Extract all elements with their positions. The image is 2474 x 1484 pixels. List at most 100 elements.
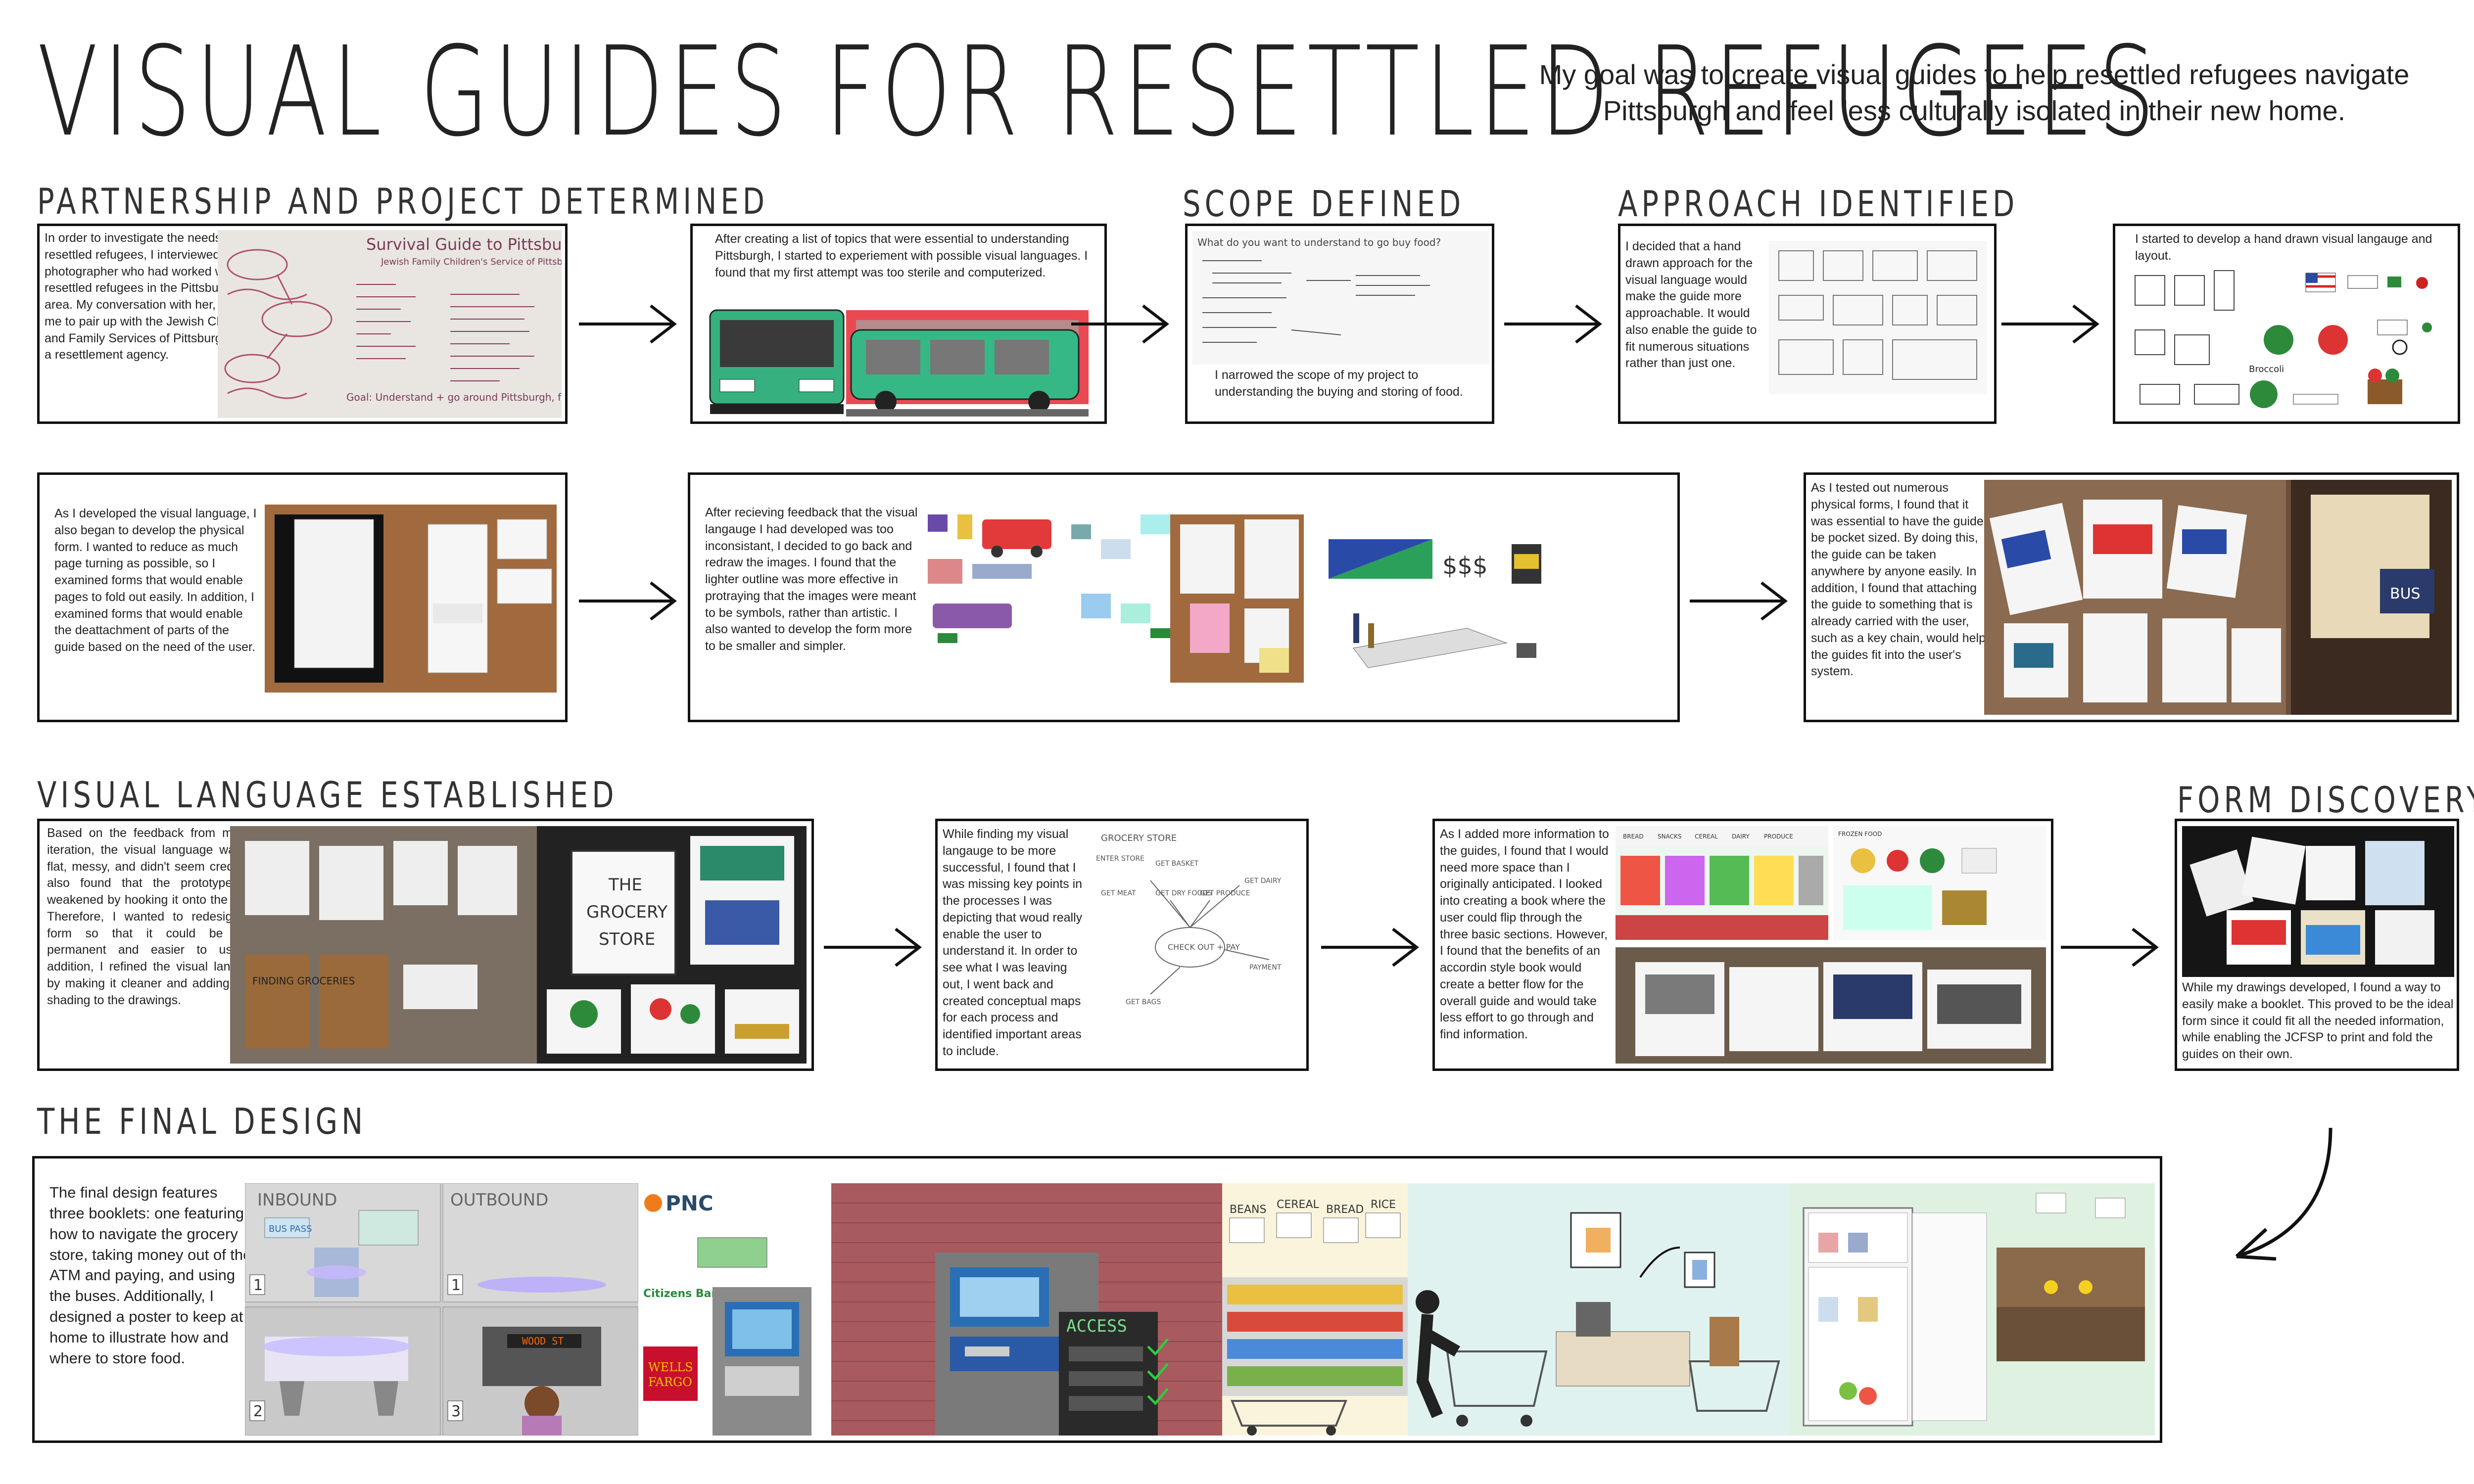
wells-logo-2: FARGO: [648, 1375, 692, 1389]
atm-wall-illustration: ACCESS: [831, 1183, 1222, 1436]
panel-scope: What do you want to understand to go buy…: [1185, 224, 1494, 424]
bus-illustrations: [709, 309, 1089, 417]
curved-arrow-icon: [2235, 1127, 2332, 1261]
bus-pass-label: BUS PASS: [269, 1224, 312, 1234]
panel-first-attempt: After creating a list of topics that wer…: [690, 224, 1107, 424]
kitchen-storage-illustration: [1789, 1183, 2155, 1436]
icon-layout-sketches: Broccoli: [2135, 270, 2432, 408]
heading-form-discovery: FORM DISCOVERY: [2177, 779, 2474, 821]
panel-final-design: The final design features three booklets…: [32, 1156, 2162, 1443]
panel-conceptual-maps: While finding my visual langauge to be m…: [935, 819, 1309, 1071]
booklet-photo: [2182, 826, 2454, 977]
heading-final-design: THE FINAL DESIGN: [37, 1101, 367, 1142]
step-number: 1: [253, 1277, 263, 1294]
panel-visual-language-start: I started to develop a hand drawn visual…: [2113, 224, 2460, 424]
card-line-2: GROCERY: [586, 902, 667, 922]
checkout-illustration: [1408, 1183, 1789, 1436]
arrow-right-icon: [579, 581, 677, 621]
svg-text:$$$: $$$: [1442, 552, 1488, 580]
panel-text: Based on the feedback from my last itera…: [47, 826, 265, 1007]
bus-card-label: BUS: [2390, 585, 2421, 603]
beans-label: BEANS: [1230, 1204, 1266, 1216]
heading-partnership: PARTNERSHIP AND PROJECT DETERMINED: [37, 181, 769, 222]
aisle-label: DAIRY: [1732, 833, 1750, 840]
panel-physical-form: As I developed the visual language, I al…: [37, 472, 568, 722]
aisle-label: SNACKS: [1658, 833, 1681, 840]
arrow-right-icon: [1321, 928, 1419, 967]
panel-pocket-size: As I tested out numerous physical forms,…: [1804, 472, 2459, 722]
panel-text: After creating a list of topics that wer…: [715, 232, 1088, 279]
step-number: 2: [253, 1403, 263, 1420]
grocery-prototype-photo: FINDING GROCERIES THE GROCERY STORE: [230, 826, 807, 1064]
map-item: GET DRY FOODS: [1155, 889, 1212, 897]
aisle-label: PRODUCE: [1764, 833, 1793, 840]
panel-visual-language-established: Based on the feedback from my last itera…: [37, 819, 814, 1071]
map-center: CHECK OUT + PAY: [1168, 942, 1240, 952]
panel-text: I narrowed the scope of my project to un…: [1215, 368, 1463, 399]
booklet-prototypes: [2189, 836, 2434, 965]
arrow-right-icon: [1504, 304, 1602, 344]
arrow-right-icon: [824, 928, 922, 967]
aisle-label: CEREAL: [1695, 833, 1718, 840]
atm-booklet-illustration: PNC Citizens Bank WELLS FARGO: [638, 1183, 831, 1436]
step-number: 1: [451, 1277, 461, 1294]
accordion-book-photos: BREAD SNACKS CEREAL DAIRY PRODUCE FROZEN…: [1616, 826, 2046, 1064]
wood-st-label: WOOD ST: [522, 1335, 564, 1347]
grocery-prototypes: FINDING GROCERIES THE GROCERY STORE: [230, 826, 807, 1064]
panel-text: As I added more information to the guide…: [1440, 827, 1609, 1041]
foldout-prototypes: [275, 514, 552, 683]
scope-sketch: What do you want to understand to go buy…: [1192, 231, 1489, 365]
panel-partnership: In order to investigate the needs of res…: [37, 224, 690, 424]
map-top: GROCERY STORE: [1101, 833, 1177, 843]
map-item: GET BAGS: [1126, 998, 1161, 1006]
sketch-question: What do you want to understand to go buy…: [1197, 236, 1441, 248]
heading-visual-language: VISUAL LANGUAGE ESTABLISHED: [37, 774, 618, 816]
access-label: ACCESS: [1066, 1316, 1127, 1336]
page-title: VISUAL GUIDES FOR RESETTLED REFUGEES: [37, 20, 2160, 164]
whiteboard-subtitle: Jewish Family Children's Service of Pitt…: [381, 257, 562, 267]
outbound-label: OUTBOUND: [450, 1190, 548, 1210]
map-item: ENTER STORE: [1096, 855, 1144, 863]
panel-text: I decided that a hand drawn approach for…: [1625, 239, 1757, 371]
panel-text: I started to develop a hand drawn visual…: [2135, 232, 2432, 263]
arrow-right-icon: [2061, 928, 2159, 967]
whiteboard-sketch: Survival Guide to Pittsburgh Jewish Fami…: [224, 235, 690, 403]
map-item: GET MEAT: [1101, 889, 1136, 897]
panel-accordion-book: As I added more information to the guide…: [1432, 819, 2053, 1071]
whiteboard-goal: Goal: Understand + go around Pittsburgh,…: [346, 391, 562, 403]
keychain-photos: BUS: [1984, 480, 2452, 715]
grocery-aisle-illustration: BEANS CEREAL BREAD RICE: [1222, 1183, 1408, 1436]
inbound-label: INBOUND: [257, 1190, 337, 1210]
rice-label: RICE: [1371, 1199, 1396, 1211]
goal-statement: My goal was to create visual guides to h…: [1539, 59, 2410, 126]
arrow-right-icon: [2001, 304, 2099, 344]
bread-label: BREAD: [1326, 1204, 1364, 1216]
arrow-right-icon: [1071, 304, 1169, 344]
heading-approach: APPROACH IDENTIFIED: [1618, 183, 2019, 225]
final-text: The final design features three booklets…: [49, 1184, 252, 1367]
map-item: GET DAIRY: [1244, 877, 1282, 885]
scope-sketch-drawing: What do you want to understand to go buy…: [1197, 236, 1441, 343]
panel-form-discovery: While my drawings developed, I found a w…: [2175, 819, 2459, 1071]
concept-map: GROCERY STORE CHECK OUT + PAY ENTER STOR…: [1096, 833, 1282, 1006]
keychain-prototypes: BUS: [1984, 480, 2452, 715]
panel-text: While my drawings developed, I found a w…: [2182, 980, 2454, 1061]
broccoli-label: Broccoli: [2249, 364, 2284, 374]
finding-groceries-label: FINDING GROCERIES: [252, 975, 355, 987]
map-item: GET BASKET: [1155, 860, 1199, 868]
pnc-logo-text: PNC: [666, 1191, 714, 1215]
redrawn-icons: $$$: [928, 514, 1541, 683]
panel-text: After recieving feedback that the visual…: [705, 506, 918, 653]
map-item: GET PRODUCE: [1200, 889, 1250, 897]
aisle-label: FROZEN FOOD: [1838, 831, 1882, 837]
panel-text: As I tested out numerous physical forms,…: [1811, 481, 1986, 679]
step-number: 3: [451, 1403, 461, 1420]
panel-text: While finding my visual langauge to be m…: [943, 827, 1083, 1058]
foldout-photo: [265, 505, 557, 693]
arrow-right-icon: [1690, 581, 1788, 621]
aisle-label: BREAD: [1623, 833, 1644, 840]
panel-redraw: After recieving feedback that the visual…: [688, 472, 1680, 722]
card-line-1: THE: [608, 875, 642, 895]
wells-logo-1: WELLS: [648, 1360, 693, 1374]
heading-scope: SCOPE DEFINED: [1183, 183, 1465, 225]
